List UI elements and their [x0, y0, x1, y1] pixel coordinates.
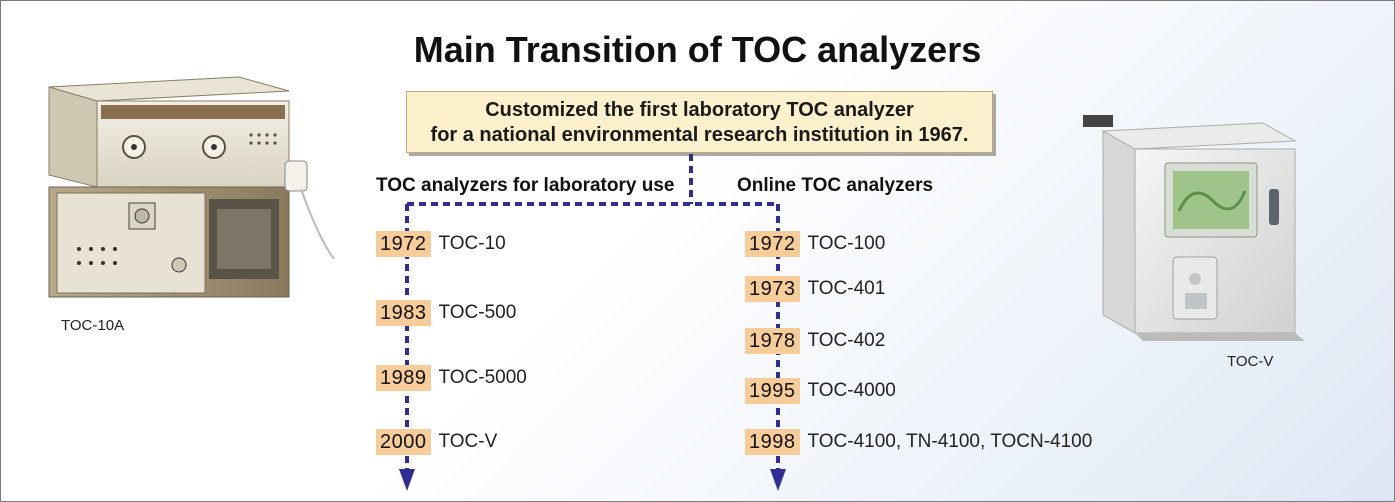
origin-note-line-1: Customized the first laboratory TOC anal…: [485, 99, 914, 121]
lab-entry: 2000 TOC-V: [376, 429, 497, 455]
lab-entry: 1983 TOC-500: [376, 300, 516, 326]
online-entry: 1973 TOC-401: [745, 276, 885, 302]
online-entry: 1995 TOC-4000: [745, 378, 896, 404]
lab-branch-label: TOC analyzers for laboratory use: [376, 175, 675, 196]
online-timeline-arrowhead: [770, 469, 786, 491]
year-badge: 1983: [376, 300, 431, 326]
model-name: TOC-V: [438, 431, 498, 452]
model-name: TOC-402: [807, 330, 886, 351]
origin-note-line-2: for a national environmental research in…: [430, 124, 969, 146]
year-badge: 1978: [745, 328, 800, 354]
model-name: TOC-401: [807, 278, 886, 299]
online-entry: 1998 TOC-4100, TN-4100, TOCN-4100: [745, 429, 1092, 455]
model-name: TOC-10: [438, 233, 506, 254]
year-badge: 1998: [745, 429, 800, 455]
toc-10a-instrument-image: [48, 76, 335, 298]
year-badge: 1972: [376, 231, 431, 257]
lab-timeline-arrowhead: [399, 469, 415, 491]
year-badge: 1972: [745, 231, 800, 257]
online-entry: 1978 TOC-402: [745, 328, 885, 354]
left-image-caption: TOC-10A: [61, 317, 125, 334]
year-badge: 2000: [376, 429, 431, 455]
online-entry: 1972 TOC-100: [745, 231, 885, 257]
model-name: TOC-500: [438, 302, 517, 323]
year-badge: 1973: [745, 276, 800, 302]
year-badge: 1989: [376, 365, 431, 391]
diagram-title: Main Transition of TOC analyzers: [413, 29, 982, 70]
model-name: TOC-100: [807, 233, 886, 254]
toc-v-instrument-image: [1083, 115, 1305, 341]
model-name: TOC-4100, TN-4100, TOCN-4100: [807, 431, 1093, 452]
right-image-caption: TOC-V: [1227, 353, 1274, 370]
model-name: TOC-4000: [807, 380, 896, 401]
lab-entry: 1972 TOC-10: [376, 231, 506, 257]
online-branch-label: Online TOC analyzers: [737, 175, 934, 196]
origin-note-box: Customized the first laboratory TOC anal…: [406, 91, 993, 153]
model-name: TOC-5000: [438, 367, 527, 388]
lab-entry: 1989 TOC-5000: [376, 365, 527, 391]
year-badge: 1995: [745, 378, 800, 404]
